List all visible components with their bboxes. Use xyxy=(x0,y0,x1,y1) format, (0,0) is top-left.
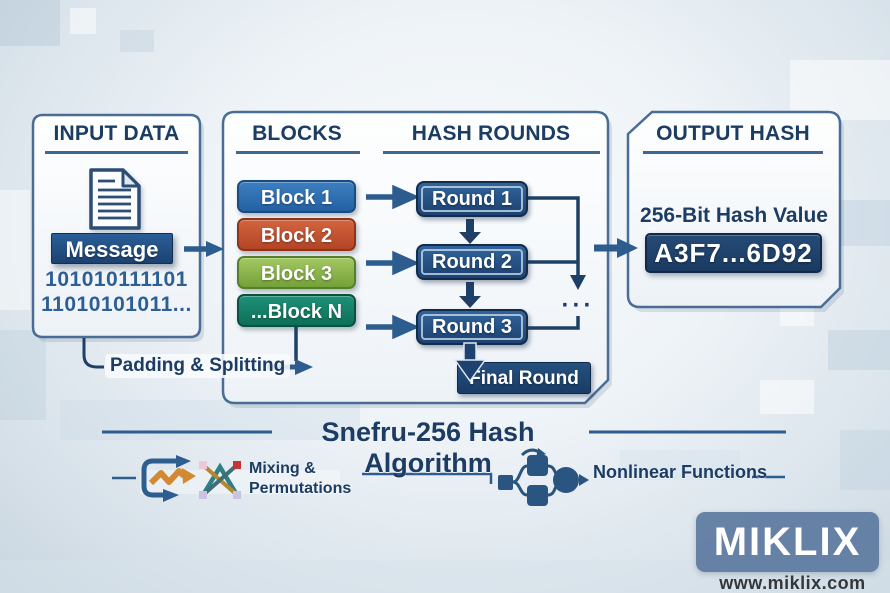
hash-rounds-title: HASH ROUNDS xyxy=(411,122,571,145)
round-2: Round 2 xyxy=(416,244,528,280)
input-panel-title: INPUT DATA xyxy=(53,122,180,145)
hash-rounds-title-underline xyxy=(383,151,600,154)
message-box: Message xyxy=(51,233,173,264)
hash-value-box: A3F7...6D92 xyxy=(645,233,822,273)
output-panel-title: OUTPUT HASH xyxy=(656,122,810,145)
mixing-permutations-label: Mixing & Permutations xyxy=(249,460,352,497)
blocks-title: BLOCKS xyxy=(252,122,342,145)
binary-line-1: 101010111101 xyxy=(45,268,188,291)
nonlinear-functions-icon xyxy=(498,448,589,506)
block-3: Block 3 xyxy=(237,256,356,289)
mixing-permutations-icon xyxy=(141,455,241,502)
document-icon xyxy=(89,168,141,230)
binary-data-text: 101010111101 11010101011... xyxy=(33,267,200,317)
round-down-arrows xyxy=(459,219,481,308)
binary-line-2: 11010101011... xyxy=(41,293,192,316)
round-3: Round 3 xyxy=(416,309,528,345)
miklix-logo: MIKLIX xyxy=(696,512,879,572)
round-1: Round 1 xyxy=(416,181,528,217)
output-title-underline xyxy=(643,151,823,154)
blocks-title-underline xyxy=(236,151,360,154)
nonlinear-functions-label: Nonlinear Functions xyxy=(593,462,768,482)
rounds-ellipsis: ··· xyxy=(561,292,595,319)
message-to-blocks-arrow xyxy=(184,241,224,257)
footer-rule-lines xyxy=(102,430,786,484)
website-url: www.miklix.com xyxy=(719,573,866,593)
block-n: ...Block N xyxy=(237,294,356,327)
rounds-to-output-arrow xyxy=(594,238,638,258)
block-2: Block 2 xyxy=(237,218,356,251)
round-collector-lines xyxy=(528,196,586,330)
hash-value-subtitle: 256-Bit Hash Value xyxy=(640,204,828,227)
input-title-underline xyxy=(45,151,188,154)
final-round-box: Final Round xyxy=(457,362,591,394)
algorithm-title: Snefru-256 Hash Algorithm xyxy=(321,417,535,478)
block-1: Block 1 xyxy=(237,180,356,213)
padding-splitting-label: Padding & Splitting xyxy=(105,354,291,378)
block-to-round-arrows xyxy=(366,184,420,340)
